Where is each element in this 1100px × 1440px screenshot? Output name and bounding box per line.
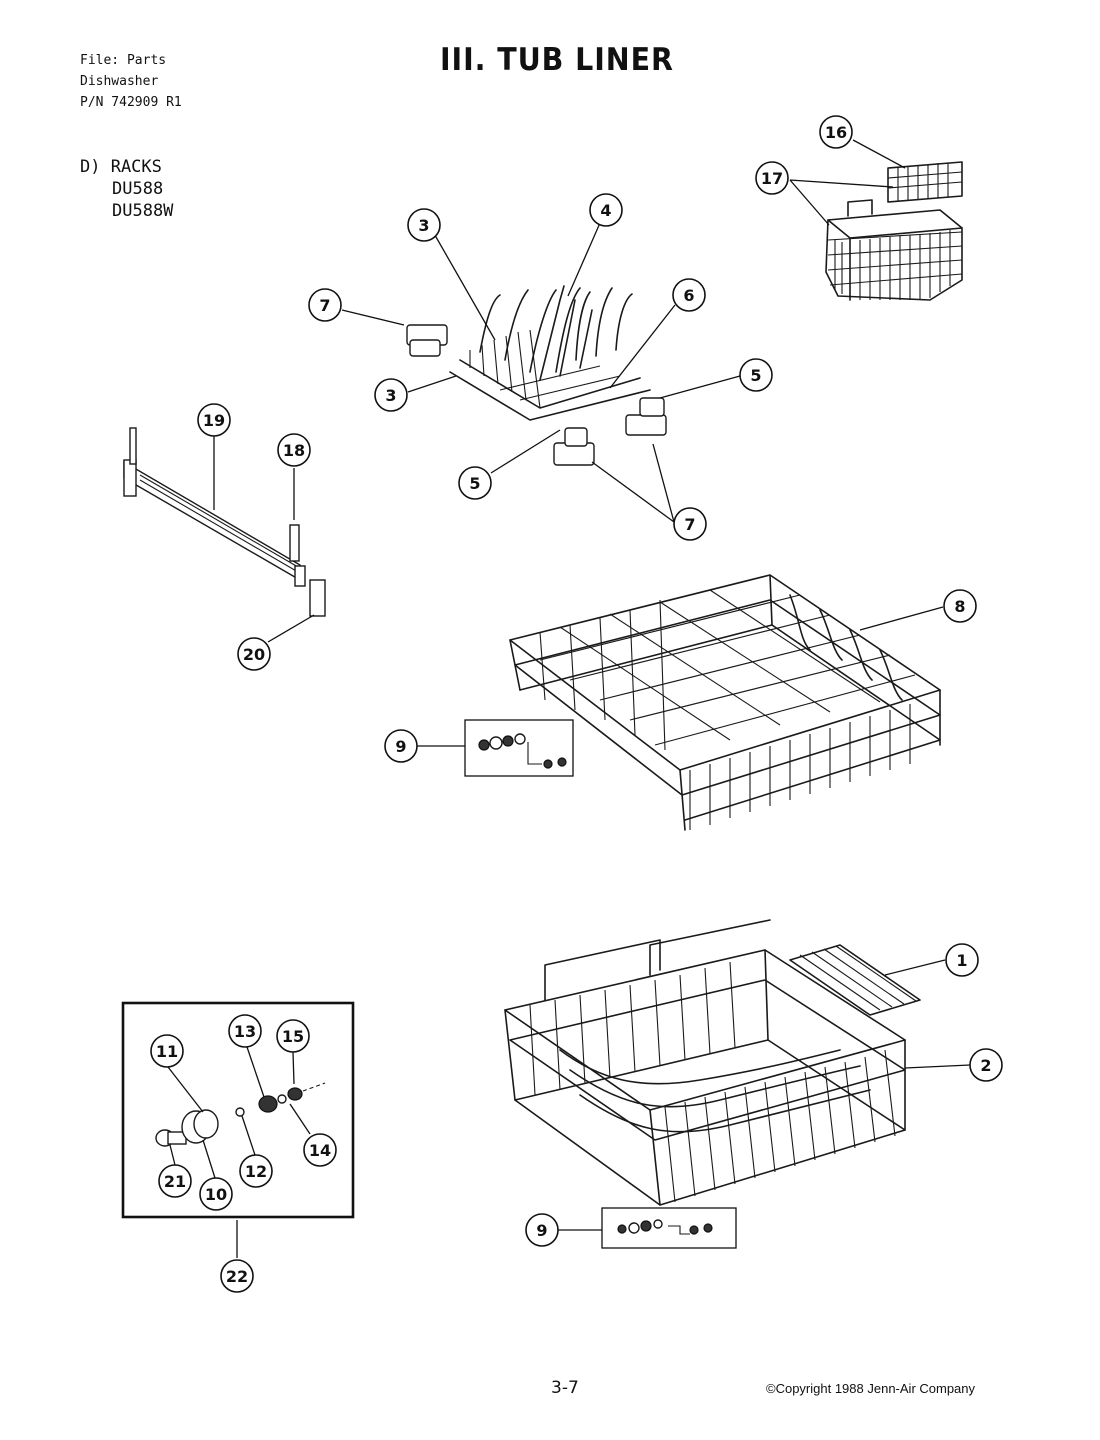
callout-14: 14: [303, 1133, 337, 1167]
section-label: D) RACKS DU588 DU588W: [80, 156, 173, 222]
callout-5-right: 5: [739, 358, 773, 392]
model-1: DU588: [112, 179, 164, 199]
svg-text:14: 14: [309, 1141, 331, 1160]
callout-20: 20: [237, 637, 271, 671]
callout-8: 8: [943, 589, 977, 623]
callout-19: 19: [197, 403, 231, 437]
callout-7-upper: 7: [308, 288, 342, 322]
svg-text:10: 10: [205, 1185, 227, 1204]
svg-text:1: 1: [956, 951, 967, 970]
silverware-basket: [825, 199, 963, 301]
callout-3-upper: 3: [407, 208, 441, 242]
callout-13: 13: [228, 1014, 262, 1048]
tine-assembly: [449, 285, 651, 421]
svg-text:22: 22: [226, 1267, 248, 1286]
svg-text:6: 6: [683, 286, 694, 305]
svg-text:7: 7: [319, 296, 330, 315]
roller-kit-upper: [464, 719, 574, 777]
callout-10: 10: [199, 1177, 233, 1211]
svg-text:9: 9: [395, 737, 406, 756]
file-line-2: Dishwasher: [80, 74, 159, 89]
callout-6: 6: [672, 278, 706, 312]
svg-text:9: 9: [536, 1221, 547, 1240]
section-name: D) RACKS: [80, 157, 162, 177]
svg-text:3: 3: [385, 386, 396, 405]
leader-lines: [167, 139, 971, 1258]
svg-text:17: 17: [761, 169, 783, 188]
roller-kit-lower: [601, 1207, 737, 1249]
copyright-notice: ©Copyright 1988 Jenn-Air Company: [766, 1381, 976, 1396]
callout-5-lower: 5: [458, 466, 492, 500]
svg-text:5: 5: [750, 366, 761, 385]
page-title: III. TUB LINER: [440, 42, 674, 78]
rack-track: [123, 427, 306, 587]
svg-text:7: 7: [684, 515, 695, 534]
svg-text:8: 8: [954, 597, 965, 616]
callout-21: 21: [158, 1164, 192, 1198]
callout-9-lower: 9: [525, 1213, 559, 1247]
svg-text:13: 13: [234, 1022, 256, 1041]
callout-2: 2: [969, 1048, 1003, 1082]
callout-12: 12: [239, 1154, 273, 1188]
callout-16: 16: [819, 115, 853, 149]
callout-11: 11: [150, 1034, 184, 1068]
callout-18: 18: [277, 433, 311, 467]
rack-clip-right: [625, 397, 667, 436]
callout-7-lower: 7: [673, 507, 707, 541]
callout-9-upper: 9: [384, 729, 418, 763]
svg-text:4: 4: [600, 201, 611, 220]
page-number: 3-7: [551, 1378, 579, 1398]
rack-clip-upper-left: [406, 324, 448, 357]
rack-clip-center: [553, 427, 595, 466]
svg-text:16: 16: [825, 123, 847, 142]
svg-text:15: 15: [282, 1027, 304, 1046]
fold-down-tines: [789, 944, 921, 1016]
track-stop: [289, 524, 300, 562]
upper-rack: [509, 574, 941, 831]
svg-text:3: 3: [418, 216, 429, 235]
callout-15: 15: [276, 1019, 310, 1053]
svg-text:18: 18: [283, 441, 305, 460]
file-line-1: File: Parts: [80, 53, 167, 68]
basket-cover: [887, 161, 963, 203]
svg-text:20: 20: [243, 645, 265, 664]
callout-17: 17: [755, 161, 789, 195]
lower-rack: [504, 919, 906, 1206]
file-info: File: Parts Dishwasher P/N 742909 R1: [80, 50, 182, 113]
svg-text:5: 5: [469, 474, 480, 493]
svg-text:19: 19: [203, 411, 225, 430]
callout-4: 4: [589, 193, 623, 227]
callout-22: 22: [220, 1259, 254, 1293]
svg-text:11: 11: [156, 1042, 178, 1061]
model-2: DU588W: [112, 201, 174, 221]
track-end-cap: [309, 579, 326, 617]
callout-3-lower: 3: [374, 378, 408, 412]
callout-1: 1: [945, 943, 979, 977]
file-line-3: P/N 742909 R1: [80, 95, 182, 110]
svg-text:21: 21: [164, 1172, 186, 1191]
svg-text:12: 12: [245, 1162, 267, 1181]
svg-text:2: 2: [980, 1056, 991, 1075]
